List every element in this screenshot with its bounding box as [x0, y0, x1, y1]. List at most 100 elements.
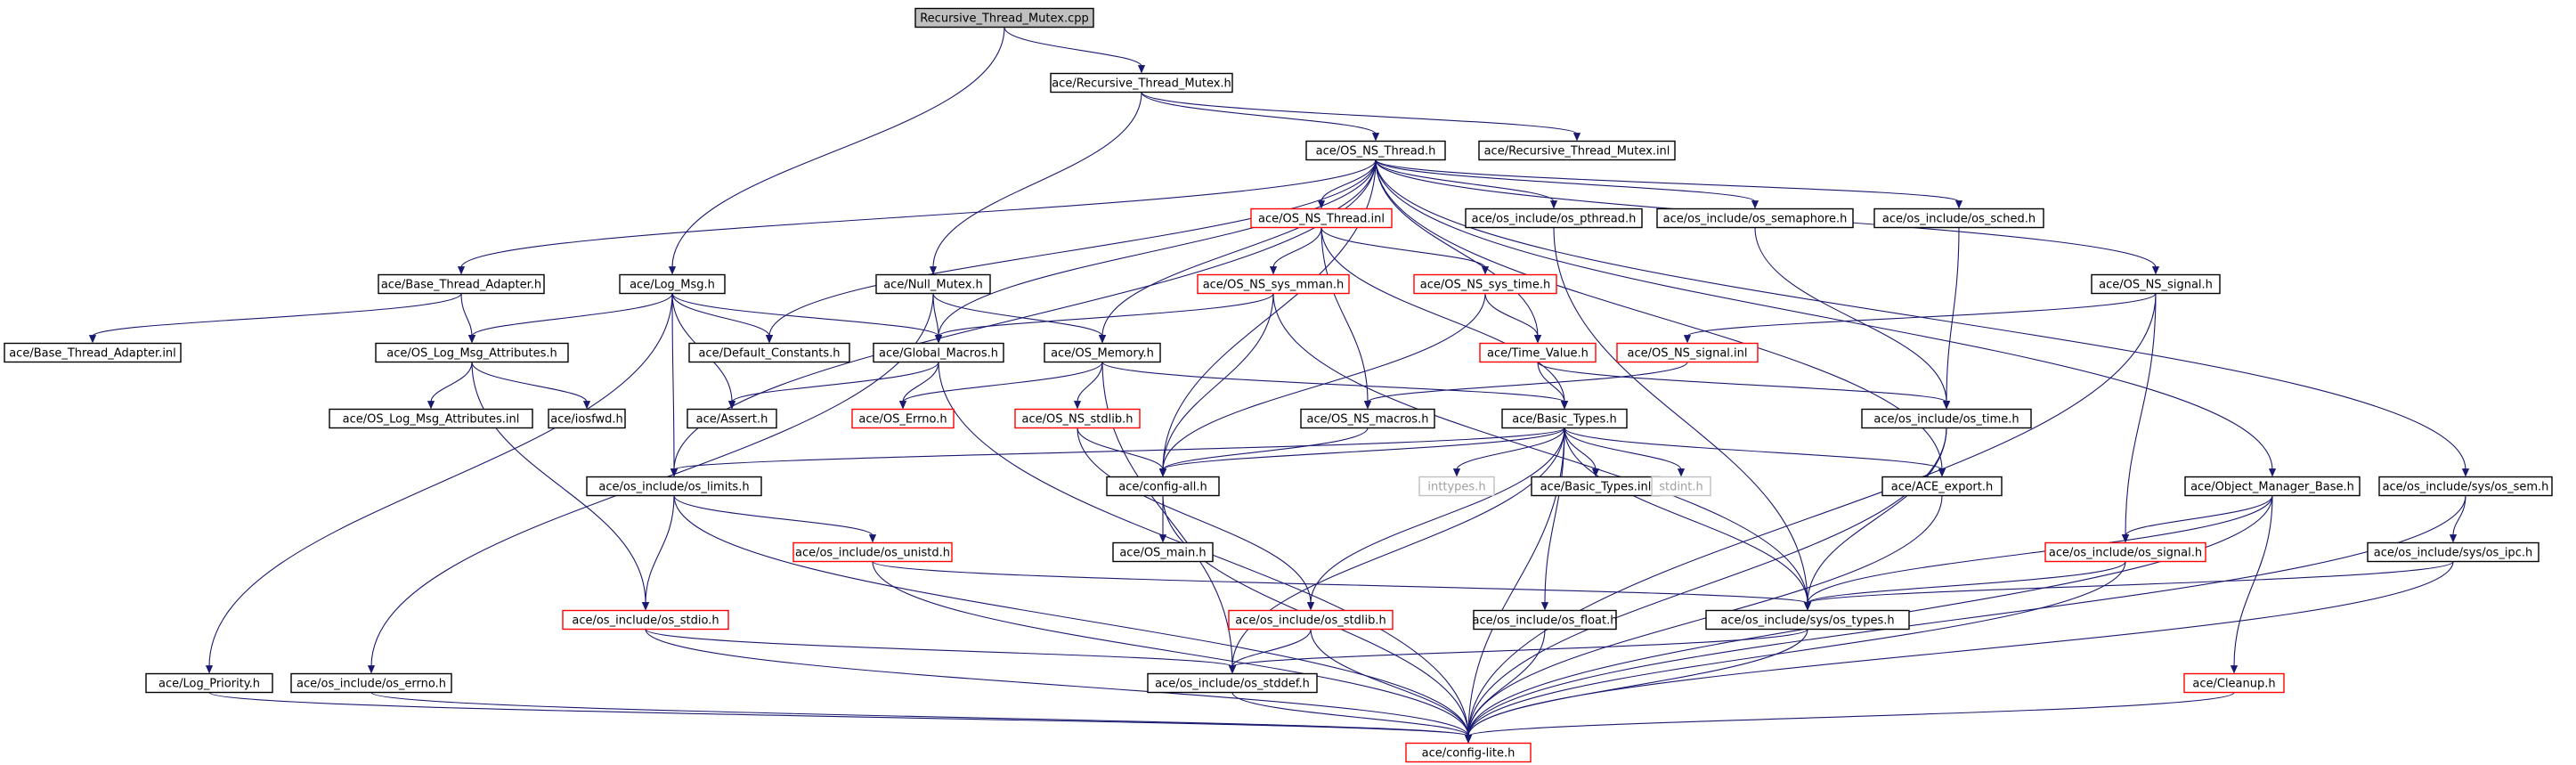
node-sys-os-sem[interactable]: ace/os_include/sys/os_sem.h: [2378, 476, 2553, 497]
node-time-value[interactable]: ace/Time_Value.h: [1479, 342, 1597, 363]
edge-basic_types-to-ace_export: [1564, 427, 1946, 477]
node-box: [1418, 476, 1495, 497]
edge-ns_thread_h-to-default_constants: [765, 159, 1377, 344]
edge-os_memory-to-ns_stdlib: [1073, 362, 1103, 410]
node-ns-stdlib[interactable]: ace/OS_NS_stdlib.h: [1014, 408, 1141, 429]
node-label: ace/Basic_Types.inl: [1540, 481, 1652, 494]
node-box: [375, 342, 569, 363]
node-os-stdlib[interactable]: ace/os_include/os_stdlib.h: [1228, 609, 1394, 631]
node-label: ace/ACE_export.h: [1891, 481, 1993, 494]
node-os-errno[interactable]: ace/OS_Errno.h: [851, 408, 955, 429]
node-box: [1873, 208, 2044, 229]
node-ns-thread-h[interactable]: ace/OS_NS_Thread.h: [1305, 140, 1446, 161]
node-ns-sys-time[interactable]: ace/OS_NS_sys_time.h: [1413, 273, 1557, 295]
node-box: [378, 273, 545, 295]
node-os-semaphore[interactable]: ace/os_include/os_semaphore.h: [1656, 208, 1854, 229]
node-label: ace/Null_Mutex.h: [883, 279, 983, 292]
node-os-stdio[interactable]: ace/os_include/os_stdio.h: [562, 609, 729, 631]
node-box: [4, 342, 182, 363]
node-os-float[interactable]: ace/os_include/os_float.h: [1472, 609, 1618, 631]
node-log-priority[interactable]: ace/Log_Priority.h: [145, 672, 273, 694]
node-label: ace/Log_Msg.h: [630, 279, 715, 292]
node-label: ace/Base_Thread_Adapter.inl: [9, 347, 176, 361]
node-rtm-h[interactable]: ace/Recursive_Thread_Mutex.h: [1050, 72, 1233, 94]
node-os-pthread[interactable]: ace/os_include/os_pthread.h: [1465, 208, 1643, 229]
node-object-manager-base[interactable]: ace/Object_Manager_Base.h: [2184, 476, 2361, 497]
node-ns-sys-mman[interactable]: ace/OS_NS_sys_mman.h: [1197, 273, 1350, 295]
node-assert-h[interactable]: ace/Assert.h: [687, 408, 777, 429]
node-label: Recursive_Thread_Mutex.cpp: [920, 12, 1089, 26]
node-ns-macros[interactable]: ace/OS_NS_macros.h: [1300, 408, 1435, 429]
edge-os_limits-to-os_unistd: [673, 495, 877, 543]
node-label: ace/os_include/sys/os_types.h: [1720, 614, 1894, 628]
node-os-limits[interactable]: ace/os_include/os_limits.h: [586, 476, 762, 497]
node-config-all[interactable]: ace/config-all.h: [1106, 476, 1220, 497]
node-os-time[interactable]: ace/os_include/os_time.h: [1861, 408, 2032, 429]
node-ns-signal-h[interactable]: ace/OS_NS_signal.h: [2091, 273, 2221, 295]
node-box: [1014, 408, 1141, 429]
node-base-thread-adapter-inl[interactable]: ace/Base_Thread_Adapter.inl: [4, 342, 182, 363]
node-os-stddef[interactable]: ace/os_include/os_stddef.h: [1147, 672, 1318, 694]
edge-ns_sys_time-to-time_value: [1484, 293, 1542, 344]
node-global-macros[interactable]: ace/Global_Macros.h: [873, 342, 1004, 363]
edge-basic_types-to-stdint: [1564, 427, 1686, 477]
node-box: [873, 342, 1004, 363]
node-box: [1044, 342, 1161, 363]
node-box: [1656, 208, 1854, 229]
node-null-mutex[interactable]: ace/Null_Mutex.h: [875, 273, 991, 295]
edge-sys_os_types-to-config_lite: [1464, 629, 1808, 744]
node-box: [1197, 273, 1350, 295]
node-default-constants[interactable]: ace/Default_Constants.h: [688, 342, 850, 363]
node-sys-os-ipc[interactable]: ace/os_include/sys/os_ipc.h: [2367, 541, 2539, 563]
node-ns-signal-inl[interactable]: ace/OS_NS_signal.inl: [1616, 342, 1759, 363]
edge-os_sched-to-os_time: [1942, 227, 1960, 410]
node-ns-thread-inl[interactable]: ace/OS_NS_Thread.inl: [1250, 208, 1393, 229]
node-log-msg[interactable]: ace/Log_Msg.h: [619, 273, 726, 295]
node-os-sched[interactable]: ace/os_include/os_sched.h: [1873, 208, 2044, 229]
node-rtm-cpp[interactable]: Recursive_Thread_Mutex.cpp: [914, 7, 1094, 28]
edge-object_manager_base-to-cleanup: [2230, 495, 2273, 674]
node-box: [1112, 541, 1214, 563]
node-label: ace/Base_Thread_Adapter.h: [381, 279, 541, 292]
edge-ns_thread_h-to-os_sched: [1375, 159, 1963, 209]
node-label: ace/os_include/os_limits.h: [598, 481, 749, 494]
node-label: ace/Default_Constants.h: [698, 347, 840, 361]
edge-ns_thread_inl-to-ns_sys_mman: [1269, 227, 1322, 275]
edge-log_msg-to-log_priority: [205, 293, 673, 674]
node-os-signal[interactable]: ace/os_include/os_signal.h: [2044, 541, 2206, 563]
node-os-log-msg-attr-inl[interactable]: ace/OS_Log_Msg_Attributes.inl: [329, 408, 533, 429]
edge-ns_thread_h-to-sys_os_sem: [1375, 159, 2470, 477]
node-box: [2044, 541, 2206, 563]
node-os-unistd[interactable]: ace/os_include/os_unistd.h: [792, 541, 953, 563]
node-basic-types-inl[interactable]: ace/Basic_Types.inl: [1531, 476, 1661, 497]
edge-layer: [88, 27, 2470, 744]
edge-object_manager_base-to-os_signal: [2121, 495, 2273, 543]
node-label: ace/OS_NS_sys_time.h: [1420, 279, 1550, 292]
node-rtm-inl[interactable]: ace/Recursive_Thread_Mutex.inl: [1478, 140, 1676, 161]
node-box: [1478, 140, 1676, 161]
node-label: ace/OS_Errno.h: [858, 413, 947, 427]
node-base-thread-adapter[interactable]: ace/Base_Thread_Adapter.h: [378, 273, 545, 295]
node-config-lite[interactable]: ace/config-lite.h: [1405, 742, 1532, 763]
node-label: ace/OS_NS_Thread.h: [1316, 145, 1436, 159]
node-os-errno-h[interactable]: ace/os_include/os_errno.h: [290, 672, 452, 694]
node-sys-os-types[interactable]: ace/os_include/sys/os_types.h: [1705, 609, 1910, 631]
edge-os_log_msg_attr-to-iosfwd: [471, 362, 591, 410]
node-os-main[interactable]: ace/OS_main.h: [1112, 541, 1214, 563]
edge-os_stdio-to-config_lite: [645, 629, 1473, 744]
node-basic-types[interactable]: ace/Basic_Types.h: [1501, 408, 1628, 429]
node-label: ace/Assert.h: [696, 413, 768, 427]
node-os-memory[interactable]: ace/OS_Memory.h: [1044, 342, 1161, 363]
edge-os_errno_h-to-config_lite: [370, 692, 1473, 744]
node-inttypes[interactable]: inttypes.h: [1418, 476, 1495, 497]
node-iosfwd[interactable]: ace/iosfwd.h: [548, 408, 626, 429]
node-stdint[interactable]: stdint.h: [1651, 476, 1711, 497]
node-box: [2367, 541, 2539, 563]
node-box: [687, 408, 777, 429]
edge-os_stdlib-to-os_stddef: [1228, 629, 1312, 674]
node-ace-export[interactable]: ace/ACE_export.h: [1881, 476, 2003, 497]
node-box: [1861, 408, 2032, 429]
node-label: stdint.h: [1659, 481, 1702, 494]
node-cleanup[interactable]: ace/Cleanup.h: [2183, 672, 2285, 694]
node-os-log-msg-attr[interactable]: ace/OS_Log_Msg_Attributes.h: [375, 342, 569, 363]
